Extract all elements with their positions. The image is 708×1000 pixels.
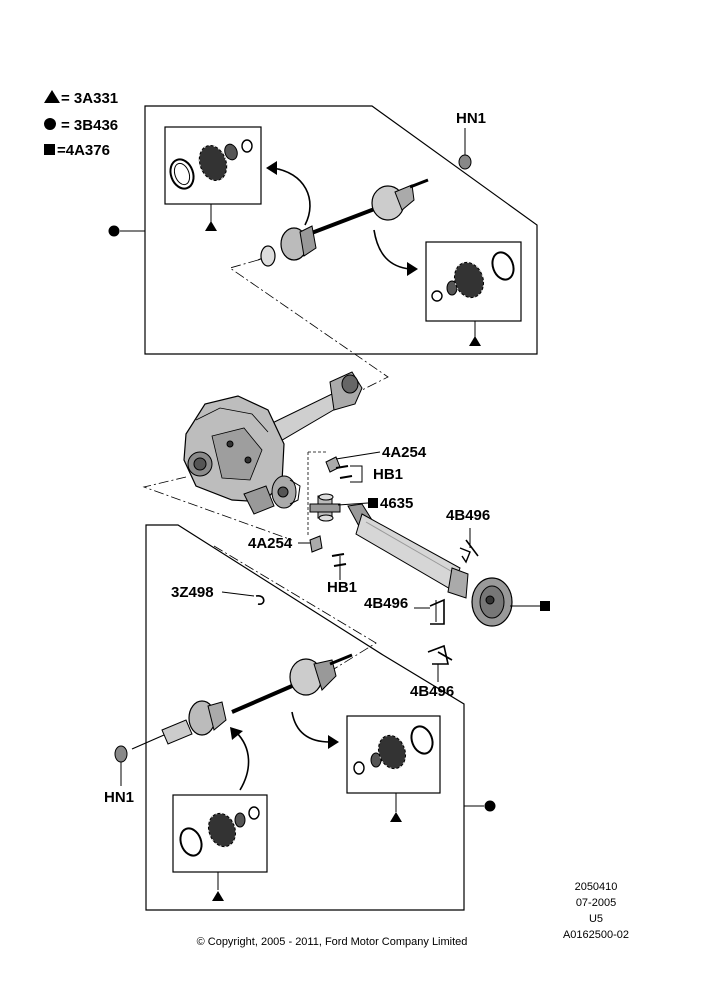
reference-line-1: 2050410 [575, 881, 618, 893]
legend-circle-icon [44, 118, 56, 130]
universal-joint-icon [309, 493, 378, 522]
bolt-icon [331, 553, 345, 557]
reference-line-2: 07-2005 [576, 897, 616, 909]
cv-boot-icon [207, 812, 246, 848]
circlip-icon [255, 595, 265, 605]
cv-boot-icon [198, 143, 238, 181]
inset-top-left-triangle-icon [205, 221, 217, 231]
legend-triangle-text: = 3A331 [61, 90, 118, 107]
bolt-icon [335, 465, 349, 469]
top-group-circle-icon [108, 225, 120, 237]
strap-clip-icon [325, 456, 341, 473]
hub-nut-icon [114, 745, 128, 763]
callout-square-icon [368, 498, 378, 508]
flange-square-icon [540, 601, 550, 611]
callout-hb1-top: HB1 [373, 466, 403, 483]
copyright-text: © Copyright, 2005 - 2011, Ford Motor Com… [197, 936, 468, 948]
fastener-group-top [307, 451, 381, 535]
legend-square-text: =4A376 [57, 142, 110, 159]
inset-bottom-left-triangle-icon [212, 891, 224, 901]
bottom-halfshaft-group [114, 524, 496, 911]
reference-line-3: U5 [589, 913, 603, 925]
bolt-icon [339, 475, 353, 479]
curved-arrow-icon [373, 229, 411, 270]
boot-clamp-ring-icon [491, 251, 515, 281]
small-clamp-icon [241, 139, 253, 153]
curved-arrow-icon [291, 711, 331, 743]
small-clamp-icon [248, 806, 260, 820]
inset-top-right [425, 241, 522, 322]
callout-labels: HN1 4A254 HB1 4635 4B496 4A254 HB1 3Z498… [104, 110, 490, 806]
inset-bottom-right-triangle-icon [390, 812, 402, 822]
inset-bottom-left [172, 794, 268, 873]
callout-4a254-mid: 4A254 [248, 535, 293, 552]
legend-circle-text: = 3B436 [61, 117, 118, 134]
strap-clip-icon [309, 535, 323, 553]
curved-arrow-icon [235, 731, 250, 791]
bottom-halfshaft-icon [131, 653, 353, 750]
cv-boot-icon [353, 734, 407, 775]
strap-clip-icon [429, 598, 445, 625]
strap-clip-icon [427, 644, 449, 665]
bottom-group-outline [145, 524, 465, 911]
callout-hn1-bottom: HN1 [104, 789, 134, 806]
callout-4b496-mid: 4B496 [364, 595, 408, 612]
callout-3z498: 3Z498 [171, 584, 214, 601]
callout-4635: 4635 [380, 495, 413, 512]
legend-triangle-icon [44, 90, 60, 103]
callout-4b496-low: 4B496 [410, 683, 454, 700]
top-halfshaft-icon [257, 178, 429, 267]
reference-block: 2050410 07-2005 U5 A0162500-02 [563, 881, 629, 941]
top-halfshaft-group [108, 105, 538, 427]
callout-4b496-top: 4B496 [446, 507, 490, 524]
driveshaft-icon [347, 503, 550, 627]
rear-axle-assembly [142, 371, 363, 541]
cv-boot-icon [431, 261, 485, 302]
inset-bottom-right [346, 715, 441, 794]
callout-4a254-top: 4A254 [382, 444, 427, 461]
fastener-group-mid [298, 535, 347, 580]
curved-arrow-icon [271, 167, 311, 226]
boot-clamp-ring-icon [179, 827, 203, 857]
strap-clips [414, 528, 479, 682]
boot-clamp-ring-icon [410, 725, 434, 755]
callout-hb1-mid: HB1 [327, 579, 357, 596]
centerline [229, 259, 389, 427]
reference-line-4: A0162500-02 [563, 929, 629, 941]
legend-square-icon [44, 144, 55, 155]
inset-top-left [164, 126, 262, 205]
strap-clip-icon [459, 547, 471, 564]
callout-hn1-top: HN1 [456, 110, 486, 127]
legend: = 3A331 = 3B436 =4A376 [44, 90, 118, 159]
bottom-group-circle-icon [484, 800, 496, 812]
inset-top-right-triangle-icon [469, 336, 481, 346]
hub-nut-icon [458, 154, 472, 170]
boot-clamp-ring-icon [169, 158, 195, 190]
top-group-outline [144, 105, 538, 355]
